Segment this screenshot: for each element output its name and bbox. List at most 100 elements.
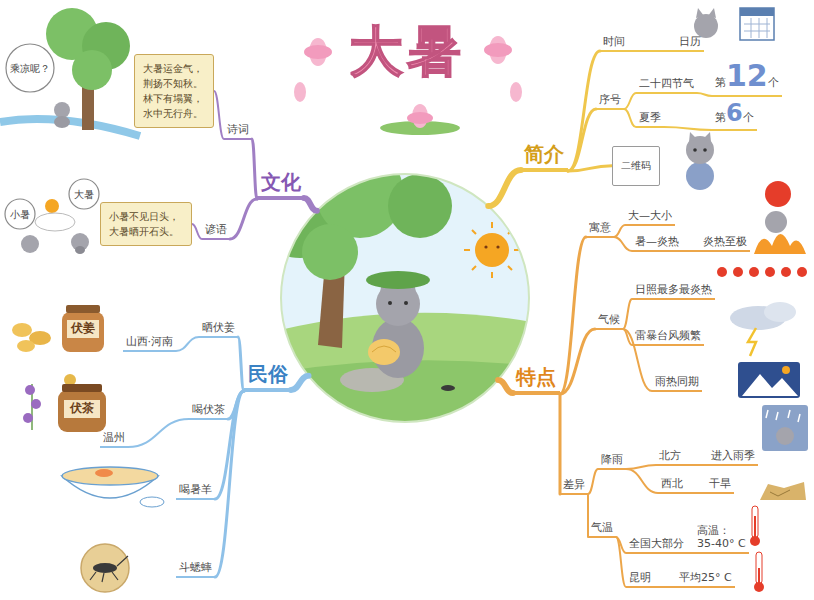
leaf-label: 雷暴台风频繁 xyxy=(632,329,704,346)
node-text: 诗词 xyxy=(227,123,249,136)
mutton-bowl xyxy=(62,467,158,485)
branch-connector xyxy=(568,166,612,171)
cat-figure xyxy=(686,162,714,190)
speech-bubble xyxy=(5,199,35,229)
leaf-label: 大—大小 xyxy=(625,209,675,226)
mutton-bowl xyxy=(140,497,164,507)
fire-icon xyxy=(754,234,806,254)
node-text: 二维码 xyxy=(621,160,651,171)
branch-connector xyxy=(624,109,636,127)
sun-row xyxy=(781,267,791,277)
branch-connector xyxy=(230,199,257,239)
node-text: 温州 xyxy=(103,431,125,444)
node-text: 时间 xyxy=(603,35,625,48)
leaf-label: 北方 xyxy=(656,449,684,466)
rain-icon xyxy=(762,405,808,451)
leaf-label: 斗蟋蟀 xyxy=(176,561,215,578)
thermometer-icon xyxy=(758,568,760,584)
branch-connector xyxy=(614,237,632,251)
mutton-bowl xyxy=(62,467,164,507)
qr-box: 二维码 xyxy=(612,146,660,187)
lotus-decoration xyxy=(510,82,522,102)
node-text: 雷暴台风频繁 xyxy=(635,329,701,342)
node-text: 第 xyxy=(715,111,726,124)
fire-icon xyxy=(754,181,806,254)
node-text: 雨热同期 xyxy=(655,375,699,388)
rain-icon xyxy=(776,427,794,445)
tea-jar xyxy=(58,390,106,432)
leaf-label: 时间 xyxy=(600,35,628,52)
node-text: 特点 xyxy=(516,365,556,389)
leaf-label: 差异 xyxy=(560,478,588,495)
speech-text: 小暑 xyxy=(10,209,30,220)
mountain-icon xyxy=(782,366,790,374)
node-text: 35-40° C xyxy=(697,537,746,551)
center-scene xyxy=(368,339,400,365)
branch-label: 简介 xyxy=(520,142,568,172)
node-text: 第 xyxy=(715,76,726,89)
tea-jar xyxy=(31,399,41,409)
node-text: 进入雨季 xyxy=(711,449,755,462)
cat-figure xyxy=(686,132,714,190)
dry-ground xyxy=(760,482,806,500)
node-text: 寓意 xyxy=(589,221,611,234)
branch-connector xyxy=(560,329,595,394)
sun-row xyxy=(765,267,775,277)
leaf-label: 诗词 xyxy=(224,123,252,140)
cricket-picture xyxy=(81,544,129,592)
sun-row xyxy=(797,267,807,277)
thermometer-icon xyxy=(754,582,764,592)
branch-connector xyxy=(682,250,700,252)
branch-connector xyxy=(214,91,224,139)
thermometer-icon xyxy=(750,536,760,546)
connectors xyxy=(128,51,712,587)
branch-connector xyxy=(624,93,636,109)
cat-figure xyxy=(689,132,711,142)
ginger-jar xyxy=(66,305,100,313)
branch-connector xyxy=(192,224,202,239)
node-text: 全国大部分 xyxy=(629,537,684,550)
center-scene xyxy=(388,301,392,305)
main-branch xyxy=(304,198,317,211)
leaf-label: 干旱 xyxy=(706,477,734,494)
node-text: 山西·河南 xyxy=(126,335,174,348)
node-text: 个 xyxy=(743,111,754,124)
ginger-jar xyxy=(12,323,32,337)
tea-jar xyxy=(64,400,100,418)
lotus-decoration xyxy=(407,112,433,124)
speech-text: 乘凉呢？ xyxy=(10,63,50,74)
thermometer-icon xyxy=(752,506,758,538)
center-scene xyxy=(475,233,509,267)
branch-connector xyxy=(684,464,708,466)
node-text: 大暑运金气，荆扬不知秋。林下有塌翼，水中无行舟。 xyxy=(143,63,203,119)
cricket-picture xyxy=(90,556,128,582)
node-text: 斗蟋蟀 xyxy=(179,561,212,574)
jar-label: 伏姜 xyxy=(71,322,95,335)
node-text: 炎热至极 xyxy=(703,235,747,248)
leaf-label: 第6个 xyxy=(712,98,757,131)
cat-figure xyxy=(703,148,707,152)
center-scene xyxy=(372,346,396,352)
lotus-decoration xyxy=(304,45,332,59)
branch-connector xyxy=(128,419,189,447)
node-text: 简介 xyxy=(524,142,564,166)
weather-cats xyxy=(21,235,39,253)
mountain-icon xyxy=(742,374,798,396)
calendar-icon xyxy=(740,8,774,40)
center-scene xyxy=(280,170,532,432)
center-scene xyxy=(302,224,358,280)
node-text: 12 xyxy=(726,58,768,93)
leaf-label: 气温 xyxy=(588,521,616,538)
main-branches xyxy=(291,170,521,393)
branch-connector xyxy=(568,109,596,171)
cricket-picture xyxy=(93,563,117,573)
node-text: 谚语 xyxy=(205,223,227,236)
branch-connector xyxy=(588,469,598,494)
branch-connector xyxy=(628,50,676,52)
lotus-decoration xyxy=(294,82,306,102)
leaf-label: 雨热同期 xyxy=(652,375,702,392)
branch-connector xyxy=(664,127,712,130)
